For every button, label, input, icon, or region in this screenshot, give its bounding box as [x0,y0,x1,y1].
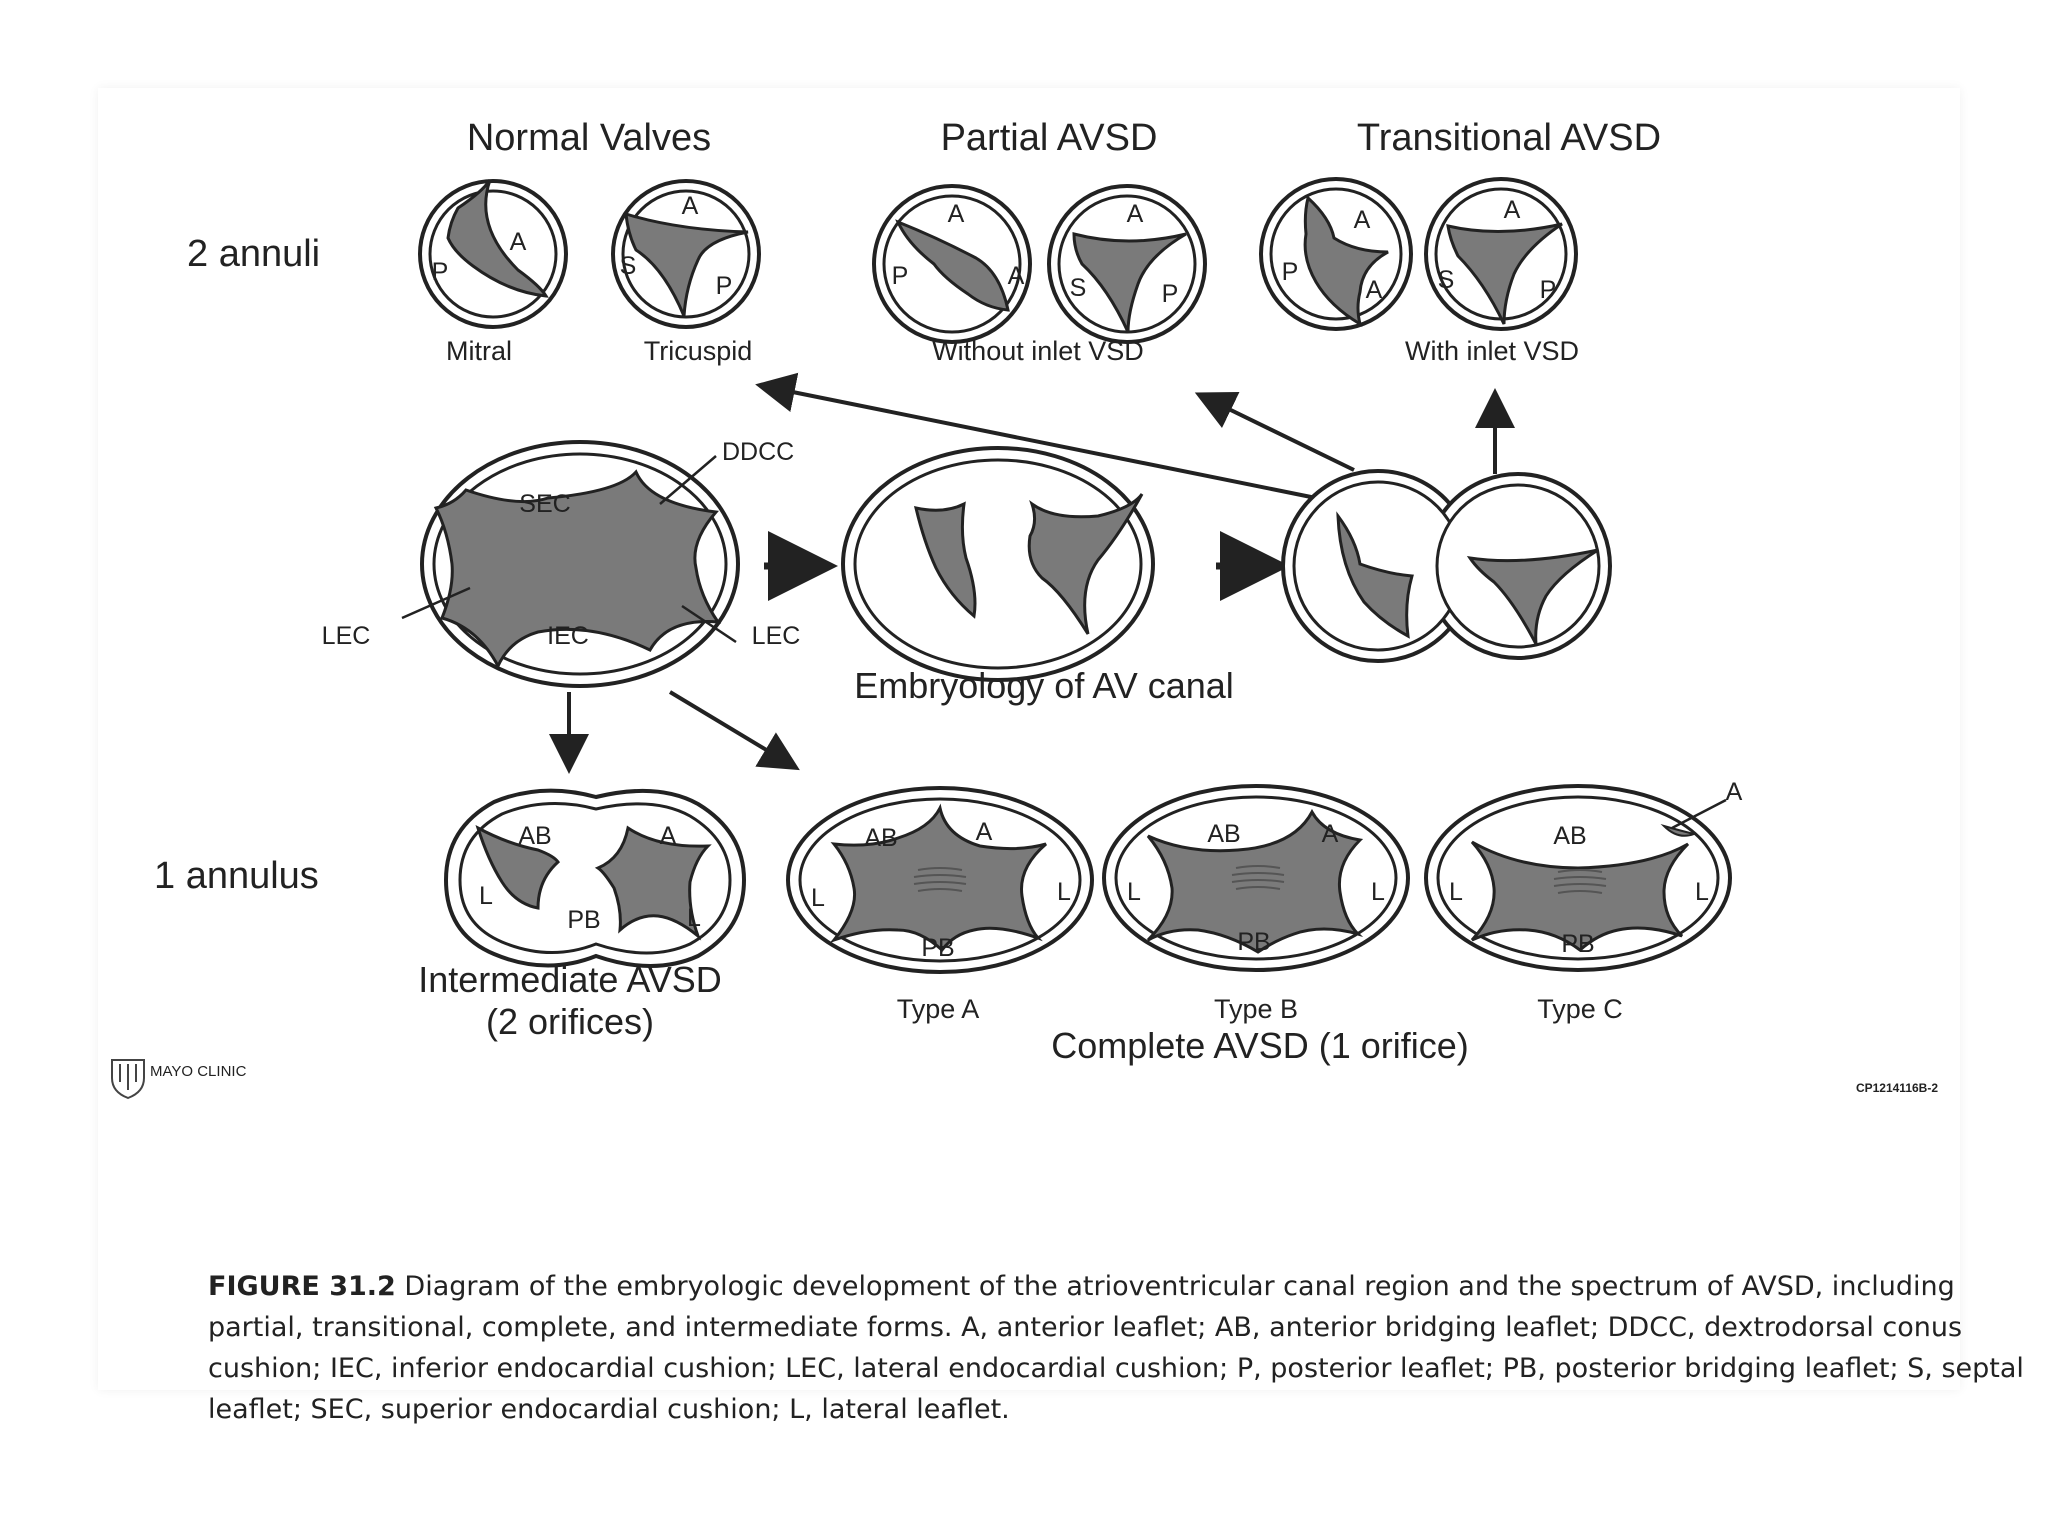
valve-transitional-right [1426,179,1576,329]
label-trans-p1: P [1282,258,1299,286]
label-trans-a2: A [1366,276,1383,304]
label-type-c-a: A [1726,778,1743,806]
label-trans-p2: P [1540,276,1557,304]
mayo-clinic-logo: MAYO CLINIC [112,1060,247,1098]
label-tricuspid-a: A [682,192,699,220]
label-type-c-l1: L [1449,878,1463,906]
arrow-to-partial [1202,396,1354,470]
label-type-a-ab: AB [864,824,897,852]
figure-code: CP1214116B-2 [1856,1081,1938,1095]
title-intermediate-avsd-line2: (2 orifices) [486,1001,654,1042]
label-type-a-l1: L [811,884,825,912]
label-type-a-a: A [976,818,993,846]
sublabel-without-inlet-vsd: Without inlet VSD [932,336,1144,366]
arrow-to-complete [670,692,793,766]
logo-text: MAYO CLINIC [150,1063,247,1080]
row-label-1-annulus: 1 annulus [154,855,319,897]
title-transitional-avsd: Transitional AVSD [1357,117,1661,159]
label-intermediate-l1: L [479,882,493,910]
label-trans-a3: A [1504,196,1521,224]
label-sec: SEC [519,490,570,518]
label-mitral-a: A [510,228,527,256]
label-type-c-pb: PB [1561,930,1594,958]
embryo-middle-stage [843,448,1153,680]
row-label-2-annuli: 2 annuli [187,233,320,275]
label-type-a-l2: L [1057,878,1071,906]
valve-intermediate-avsd [446,791,744,966]
title-embryology: Embryology of AV canal [854,665,1234,706]
label-trans-s: S [1438,266,1455,294]
label-tricuspid-p: P [716,272,733,300]
title-partial-avsd: Partial AVSD [941,117,1158,159]
label-mitral-p: P [432,258,449,286]
label-trans-a1: A [1354,206,1371,234]
label-partial-a3: A [1127,200,1144,228]
label-type-a-pb: PB [921,934,954,962]
label-type-c-ab: AB [1553,822,1586,850]
label-intermediate-pb: PB [567,906,600,934]
label-type-b-a: A [1322,820,1339,848]
title-complete-avsd: Complete AVSD (1 orifice) [1051,1025,1468,1066]
sublabel-type-c: Type C [1537,994,1623,1024]
embryo-late-stage [1283,471,1610,661]
label-intermediate-ab: AB [518,822,551,850]
label-lec-right: LEC [752,622,801,650]
label-partial-p2: P [1162,280,1179,308]
label-type-c-l2: L [1695,878,1709,906]
label-partial-s: S [1070,274,1087,302]
figure-panel: Normal Valves Partial AVSD Transitional … [98,88,1960,1390]
label-partial-p1: P [892,262,909,290]
title-normal-valves: Normal Valves [467,117,711,159]
sublabel-mitral: Mitral [446,336,512,366]
avsd-diagram: Normal Valves Partial AVSD Transitional … [98,88,1960,1168]
caption-figure-label: FIGURE 31.2 [208,1271,396,1302]
label-partial-a2: A [1008,262,1025,290]
sublabel-tricuspid: Tricuspid [644,336,753,366]
valve-transitional-left [1261,179,1411,329]
figure-caption: FIGURE 31.2 Diagram of the embryologic d… [208,1266,2028,1430]
label-type-b-ab: AB [1207,820,1240,848]
label-type-b-pb: PB [1237,928,1270,956]
label-iec: IEC [547,622,589,650]
caption-text: Diagram of the embryologic development o… [208,1271,2024,1425]
label-ddcc: DDCC [722,438,794,466]
sublabel-type-b: Type B [1214,994,1298,1024]
label-tricuspid-s: S [620,252,637,280]
title-intermediate-avsd-line1: Intermediate AVSD [418,959,722,1000]
label-type-b-l1: L [1127,878,1141,906]
label-intermediate-l2: L [687,904,701,932]
valve-mitral [420,180,566,327]
sublabel-with-inlet-vsd: With inlet VSD [1405,336,1579,366]
label-intermediate-a: A [660,822,677,850]
label-partial-a1: A [948,200,965,228]
label-type-b-l2: L [1371,878,1385,906]
sublabel-type-a: Type A [897,994,980,1024]
label-lec-left: LEC [322,622,371,650]
